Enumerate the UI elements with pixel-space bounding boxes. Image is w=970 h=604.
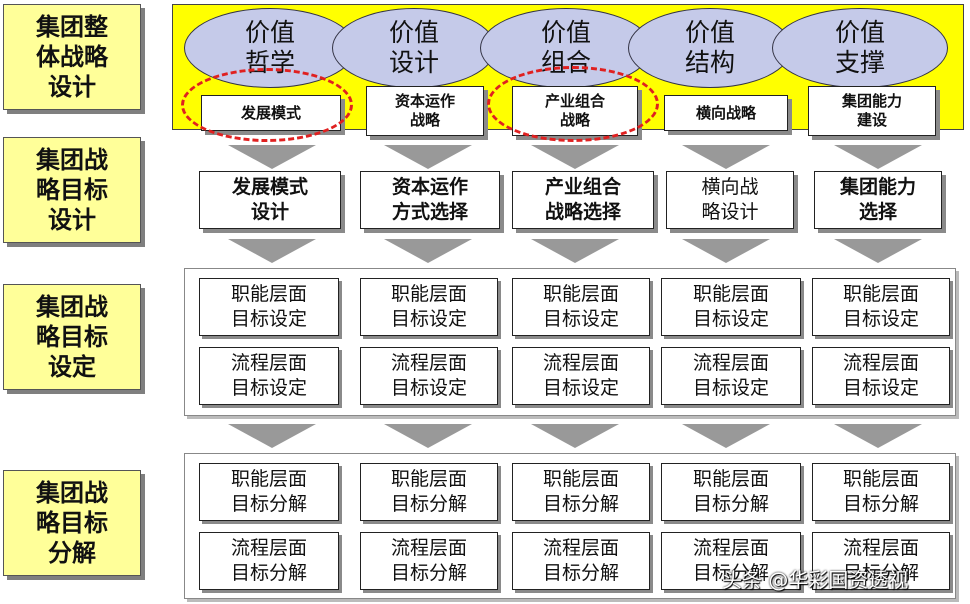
arrow-down-icon: [531, 239, 619, 263]
decomp-functional-cell: 职能层面 目标分解: [360, 463, 498, 521]
arrow-down-icon: [531, 424, 619, 448]
arrow-down-icon: [384, 145, 472, 169]
arrow-down-icon: [834, 239, 922, 263]
setting-process-cell: 流程层面 目标设定: [512, 347, 650, 405]
setting-functional-cell: 职能层面 目标设定: [360, 278, 498, 336]
decomp-functional-cell: 职能层面 目标分解: [199, 463, 339, 521]
setting-functional-cell: 职能层面 目标设定: [512, 278, 650, 336]
decomp-process-cell: 流程层面 目标分解: [812, 532, 950, 590]
decomp-process-cell: 流程层面 目标分解: [360, 532, 498, 590]
decomp-functional-cell: 职能层面 目标分解: [661, 463, 801, 521]
level2-box-portfolio-choice: 产业组合 战略选择: [512, 171, 654, 229]
arrow-down-icon: [384, 239, 472, 263]
level2-box-capital-method: 资本运作 方式选择: [360, 171, 500, 229]
setting-process-cell: 流程层面 目标设定: [360, 347, 498, 405]
setting-process-cell: 流程层面 目标设定: [812, 347, 950, 405]
watermark-text: 头条 @华彩国资透视: [722, 568, 909, 592]
decomp-functional-cell: 职能层面 目标分解: [812, 463, 950, 521]
level2-box-horizontal-design: 横向战 略设计: [666, 171, 794, 229]
level1-box-capital-operation: 资本运作 战略: [366, 86, 484, 136]
decomp-process-cell: 流程层面 目标分解: [199, 532, 339, 590]
arrow-down-icon: [384, 424, 472, 448]
decomp-process-cell: 流程层面 目标分解: [661, 532, 801, 590]
setting-functional-cell: 职能层面 目标设定: [199, 278, 339, 336]
arrow-down-icon: [531, 145, 619, 169]
setting-functional-cell: 职能层面 目标设定: [661, 278, 801, 336]
arrow-down-icon: [228, 424, 316, 448]
arrow-down-icon: [682, 239, 770, 263]
setting-functional-cell: 职能层面 目标设定: [812, 278, 950, 336]
row-label-goal-decomposition: 集团战 略目标 分解: [3, 470, 141, 576]
arrow-down-icon: [834, 145, 922, 169]
arrow-down-icon: [834, 424, 922, 448]
value-ellipse-design: 价值 设计: [332, 8, 496, 88]
arrow-down-icon: [228, 145, 316, 169]
level2-box-capability-choice: 集团能力 选择: [814, 171, 942, 229]
arrow-down-icon: [228, 239, 316, 263]
decomp-process-cell: 流程层面 目标分解: [512, 532, 650, 590]
highlight-circle-portfolio: [487, 66, 659, 142]
level1-box-capability-building: 集团能力 建设: [808, 86, 936, 136]
setting-process-cell: 流程层面 目标设定: [661, 347, 801, 405]
level1-box-horizontal-strategy: 横向战略: [664, 95, 788, 131]
arrow-down-icon: [682, 145, 770, 169]
row-label-goal-setting: 集团战 略目标 设定: [3, 284, 141, 390]
row-label-goal-design: 集团战 略目标 设计: [3, 137, 141, 243]
row-label-strategy-design: 集团整 体战略 设计: [3, 4, 141, 110]
highlight-circle-development: [181, 68, 353, 142]
value-ellipse-structure: 价值 结构: [628, 8, 792, 88]
decomp-functional-cell: 职能层面 目标分解: [512, 463, 650, 521]
value-ellipse-support: 价值 支撑: [772, 8, 948, 88]
arrow-down-icon: [682, 424, 770, 448]
level2-box-development-design: 发展模式 设计: [199, 171, 341, 229]
setting-process-cell: 流程层面 目标设定: [199, 347, 339, 405]
